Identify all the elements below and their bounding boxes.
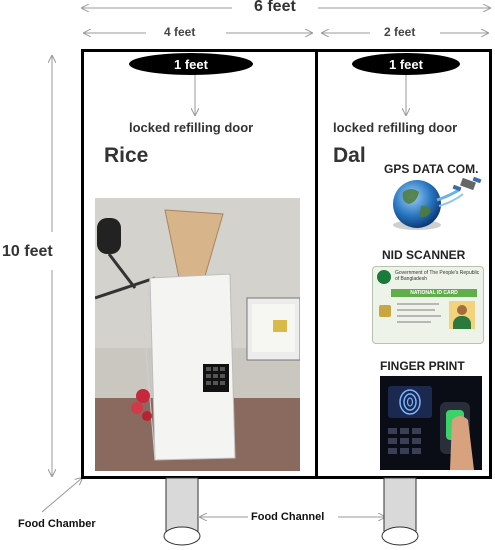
right-refill-door: 1 feet — [352, 53, 460, 75]
left-refill-door: 1 feet — [129, 53, 253, 75]
dal-label: Dal — [333, 144, 366, 167]
height-label: 10 feet — [0, 243, 57, 261]
right-door-size: 1 feet — [389, 56, 423, 72]
right-door-label: locked refilling door — [333, 120, 458, 135]
left-width-label: 4 feet — [160, 25, 200, 39]
nid-card-title: NATIONAL ID CARD — [391, 289, 477, 297]
chamber-divider — [315, 49, 318, 479]
gps-label: GPS DATA COM. — [384, 162, 479, 176]
food-chamber-label: Food Chamber — [18, 518, 96, 530]
food-channel-pipes — [163, 477, 419, 546]
right-width-label: 2 feet — [380, 25, 420, 39]
nid-card: Government of The People's Republic of B… — [372, 266, 484, 344]
left-door-size: 1 feet — [174, 56, 208, 72]
left-door-label: locked refilling door — [129, 120, 254, 135]
food-channel-label: Food Channel — [251, 511, 325, 523]
nid-card-header: Government of The People's Republic of B… — [395, 270, 480, 282]
card-chip-icon — [379, 305, 391, 317]
total-width-label: 6 feet — [250, 0, 300, 16]
nid-scanner-label: NID SCANNER — [382, 248, 466, 262]
prototype-photo — [95, 198, 300, 471]
bd-emblem-icon — [377, 270, 391, 284]
rice-label: Rice — [104, 144, 149, 167]
fingerprint-scanner-icon — [380, 376, 482, 470]
machine-frame — [81, 49, 492, 479]
card-photo — [449, 301, 475, 329]
gps-globe-icon — [393, 176, 482, 230]
finger-print-label: FINGER PRINT — [380, 359, 465, 373]
